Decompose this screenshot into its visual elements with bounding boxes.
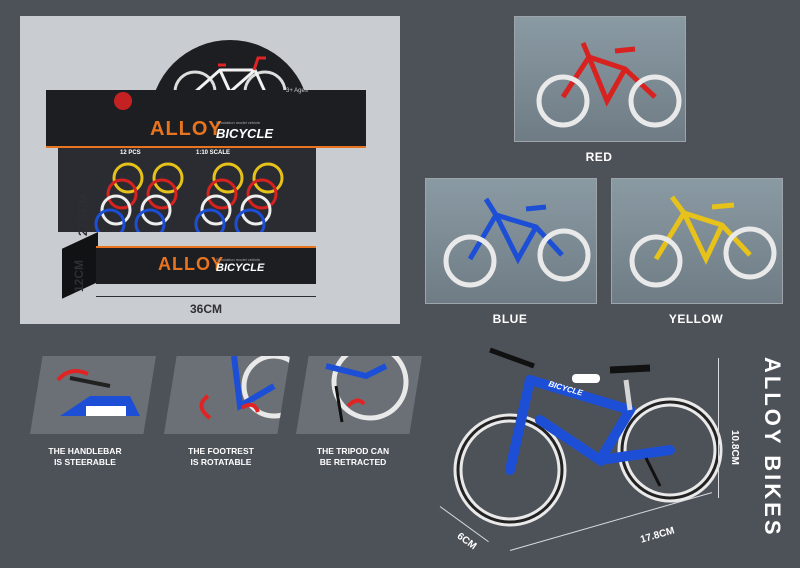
feature-tripod-line2: BE RETRACTED xyxy=(319,457,387,467)
rotate-arrow-icon xyxy=(346,398,366,408)
side-title: ALLOY BIKES xyxy=(760,356,785,538)
yellow-variant-label: YELLOW xyxy=(668,312,724,326)
feature-handlebar-photo xyxy=(30,356,156,434)
feature-handlebar-line2: IS STEERABLE xyxy=(54,457,116,467)
box-header xyxy=(46,90,366,148)
bike-height-guide xyxy=(718,358,719,498)
box-depth-dimension: 27.5CM xyxy=(76,193,90,236)
box-front-tagline: Simulation model vehicle xyxy=(216,257,261,262)
box-front-title: ALLOY xyxy=(158,254,224,274)
red-variant-label: RED xyxy=(585,150,613,164)
rotate-arrow-icon xyxy=(240,402,260,413)
box-interior xyxy=(58,148,316,232)
feature-tripod-photo xyxy=(296,356,422,434)
scale-label: 1:10 SCALE xyxy=(196,150,231,156)
box-front-subtitle: BICYCLE xyxy=(216,262,265,274)
main-bike-photo xyxy=(450,330,730,530)
blue-variant-photo xyxy=(425,178,597,304)
yellow-bike-image xyxy=(629,195,777,288)
red-bike-image xyxy=(536,42,682,128)
box-tagline: Simulation model vehicle xyxy=(216,120,261,125)
footrest-detail-image xyxy=(199,356,290,420)
box-accent-line xyxy=(46,146,366,148)
bike-height-dimension: 10.8CM xyxy=(729,430,740,466)
age-label: 3+ Ages xyxy=(286,88,308,94)
feature-tripod-caption: THE TRIPOD CAN BE RETRACTED xyxy=(298,446,408,468)
handlebar-detail-image xyxy=(56,369,140,416)
brand-logo xyxy=(114,92,132,110)
bike-depth-dimension: 6CM xyxy=(454,530,479,553)
yellow-variant-photo xyxy=(611,178,783,304)
tripod-detail-image xyxy=(325,356,409,423)
pieces-label: 12 PCS xyxy=(120,150,141,156)
feature-footrest-caption: THE FOOTREST IS ROTATABLE xyxy=(166,446,276,468)
feature-handlebar-line1: THE HANDLEBAR xyxy=(48,446,122,456)
rotate-arrow-icon xyxy=(199,394,212,420)
box-title: ALLOY xyxy=(150,118,223,140)
stacked-bikes-image xyxy=(94,162,284,232)
red-variant-photo xyxy=(514,16,686,142)
box-width-dimension: 36CM xyxy=(190,302,223,316)
feature-handlebar-caption: THE HANDLEBAR IS STEERABLE xyxy=(30,446,140,468)
feature-footrest-photo xyxy=(164,356,290,434)
box-subtitle: BICYCLE xyxy=(216,126,274,141)
box-height-dimension: 12CM xyxy=(72,259,86,292)
feature-footrest-line2: IS ROTATABLE xyxy=(190,457,252,467)
box-front-panel: ALLOY BICYCLE Simulation model vehicle xyxy=(96,246,316,284)
feature-footrest-line1: THE FOOTREST xyxy=(188,446,254,456)
blue-variant-label: BLUE xyxy=(492,312,528,326)
blue-bike-image xyxy=(443,197,591,288)
feature-tripod-line1: THE TRIPOD CAN xyxy=(316,446,390,456)
rotate-arrow-icon xyxy=(56,369,89,382)
blue-mountain-bike-image xyxy=(453,347,723,527)
box-width-guide xyxy=(96,296,316,297)
